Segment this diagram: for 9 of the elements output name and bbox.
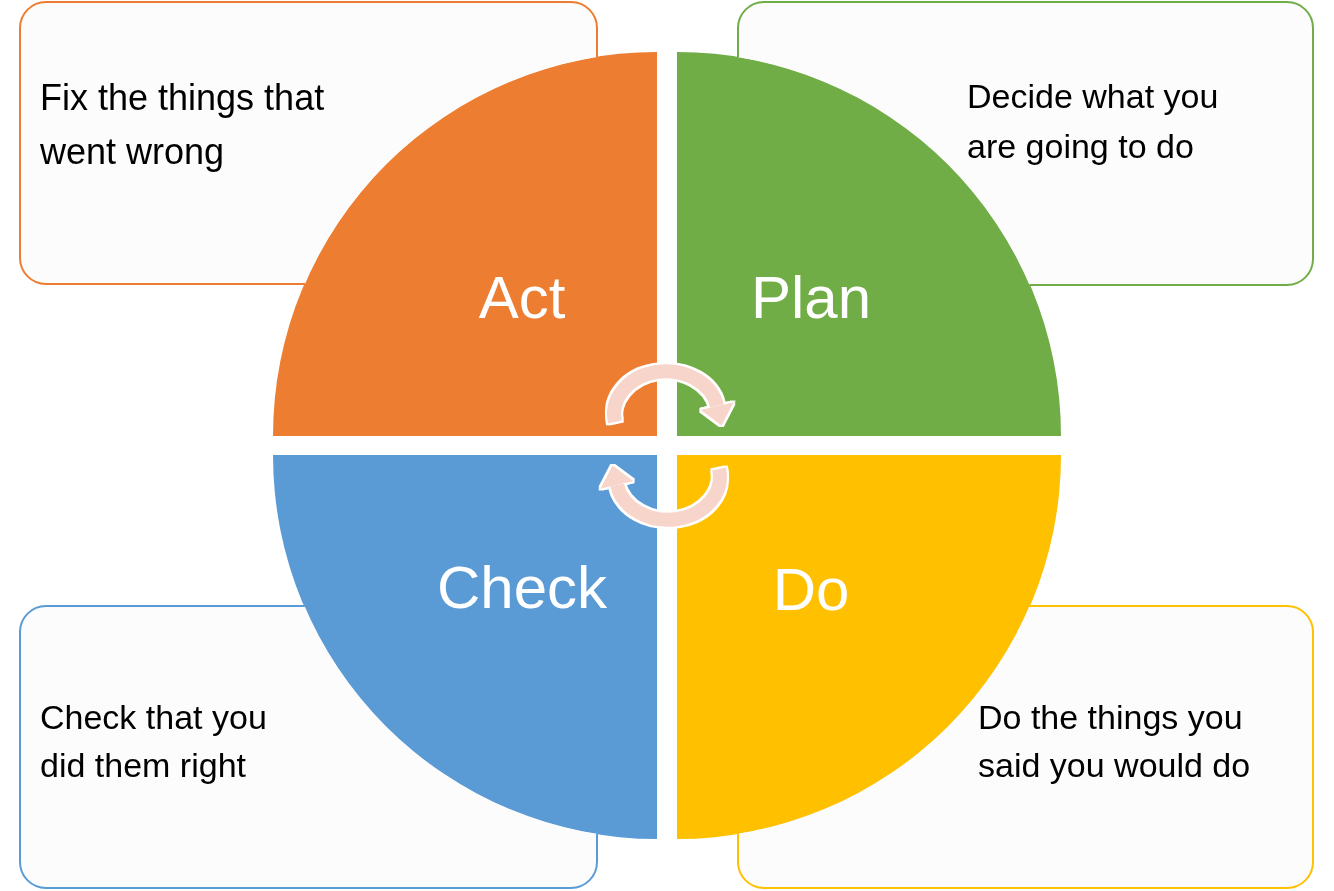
note-text: Decide what you are going to do (967, 76, 1220, 167)
cycle-arrow (607, 364, 734, 426)
quadrant-label: Do (772, 557, 850, 623)
note-text: Check that you did them right (40, 697, 268, 786)
quadrant-label: Check (436, 555, 608, 621)
note-text: Fix the things that went wrong (40, 76, 326, 174)
note-text: Do the things you said you would do (978, 697, 1252, 786)
quadrant-label: Act (478, 265, 566, 331)
quadrant-label: Plan (750, 265, 872, 331)
